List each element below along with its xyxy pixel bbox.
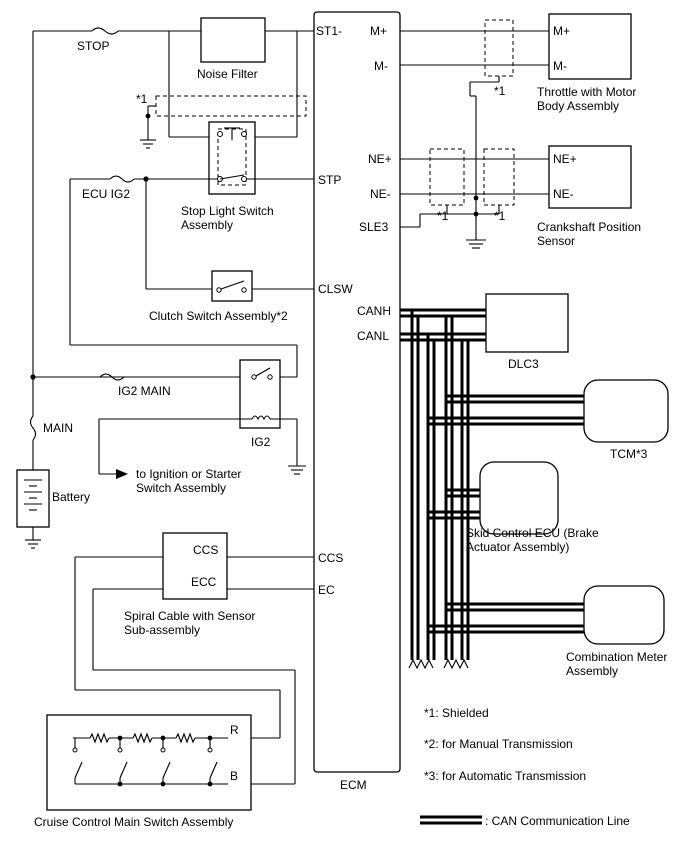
spiral-ecc-pin: ECC bbox=[191, 575, 217, 589]
legend-label: : CAN Communication Line bbox=[485, 814, 630, 828]
crank-ne-plus-pin: NE+ bbox=[553, 152, 577, 166]
legend: : CAN Communication Line bbox=[420, 814, 630, 828]
combination-meter-label-2: Assembly bbox=[566, 664, 618, 678]
ecm-pin-sle3: SLE3 bbox=[359, 220, 389, 234]
ecu-ig2-fuse: ECU IG2 bbox=[69, 175, 298, 377]
skid-control-ecu: Skid Control ECU (Brake Actuator Assembl… bbox=[466, 461, 599, 554]
clutch-switch-label: Clutch Switch Assembly*2 bbox=[149, 309, 288, 323]
battery-label: Battery bbox=[52, 490, 90, 504]
ecm-pin-m-minus: M- bbox=[374, 59, 388, 73]
tcm: TCM*3 bbox=[583, 379, 669, 461]
noise-filter: Noise Filter bbox=[168, 17, 314, 138]
ecm-pin-ne-minus: NE- bbox=[370, 187, 391, 201]
ecu-ig2-label: ECU IG2 bbox=[82, 187, 130, 201]
crank-shield-mark-left: *1 bbox=[437, 209, 449, 223]
main-fuse-label: MAIN bbox=[43, 421, 73, 435]
notes: *1: Shielded *2: for Manual Transmission… bbox=[424, 706, 586, 783]
ig2-main-label: IG2 MAIN bbox=[118, 384, 171, 398]
stop-fuse: STOP bbox=[77, 27, 119, 53]
ecm-pin-canh: CANH bbox=[357, 304, 391, 318]
dlc3-label: DLC3 bbox=[508, 357, 539, 371]
dlc3: DLC3 bbox=[485, 293, 569, 371]
ig2-relay: IG2 MAIN IG2 bbox=[33, 359, 306, 475]
to-ignition: to Ignition or Starter Switch Assembly bbox=[98, 419, 241, 495]
to-ignition-label-2: Switch Assembly bbox=[136, 481, 226, 495]
skid-label-2: Actuator Assembly) bbox=[466, 540, 569, 554]
ecm-pin-ne-plus: NE+ bbox=[368, 152, 392, 166]
spiral-cable-label-1: Spiral Cable with Sensor bbox=[124, 609, 255, 623]
throttle-shield-mark: *1 bbox=[494, 84, 506, 98]
crank-shield-mark-right: *1 bbox=[494, 209, 506, 223]
noise-filter-label: Noise Filter bbox=[197, 67, 258, 81]
ecm-pin-ccs: CCS bbox=[318, 551, 343, 565]
crank-ne-minus-pin: NE- bbox=[553, 187, 574, 201]
battery: Battery bbox=[16, 469, 90, 549]
stop-light-switch-label-1: Stop Light Switch bbox=[181, 204, 274, 218]
combination-meter: Combination Meter Assembly bbox=[566, 585, 667, 678]
to-ignition-label-1: to Ignition or Starter bbox=[136, 467, 241, 481]
note-manual: *2: for Manual Transmission bbox=[424, 737, 573, 751]
power-rail bbox=[30, 30, 201, 540]
stop-fuse-label: STOP bbox=[77, 39, 109, 53]
clutch-switch: Clutch Switch Assembly*2 bbox=[149, 270, 314, 323]
crankshaft-sensor: *1 *1 NE+ NE- Crankshaft Position Sensor bbox=[400, 145, 641, 249]
tcm-label: TCM*3 bbox=[610, 447, 648, 461]
ecm-label: ECM bbox=[340, 778, 367, 792]
cruise-switch-label: Cruise Control Main Switch Assembly bbox=[34, 815, 233, 829]
ecm-pin-stp: STP bbox=[318, 173, 341, 187]
skid-label-1: Skid Control ECU (Brake bbox=[466, 526, 599, 540]
ig2-relay-label: IG2 bbox=[251, 435, 271, 449]
ecm-pin-ec: EC bbox=[318, 583, 335, 597]
throttle-body: *1 M+ M- Throttle with Motor Body Assemb… bbox=[400, 13, 636, 220]
crankshaft-label-1: Crankshaft Position bbox=[537, 220, 641, 234]
note-shielded: *1: Shielded bbox=[424, 706, 489, 720]
stop-light-switch-label-2: Assembly bbox=[181, 218, 233, 232]
stop-light-switch: Stop Light Switch Assembly bbox=[169, 121, 314, 232]
note-automatic: *3: for Automatic Transmission bbox=[424, 769, 586, 783]
can-bus bbox=[400, 308, 584, 670]
throttle-label-1: Throttle with Motor bbox=[537, 85, 636, 99]
spiral-cable: CCS ECC Spiral Cable with Sensor Sub-ass… bbox=[74, 532, 314, 785]
main-fuse: MAIN bbox=[29, 415, 73, 441]
ecm: ST1- STP CLSW CANH CANL CCS EC M+ M- NE+… bbox=[313, 11, 401, 792]
combination-meter-label-1: Combination Meter bbox=[566, 650, 667, 664]
spiral-ccs-pin: CCS bbox=[193, 543, 218, 557]
throttle-m-minus-pin: M- bbox=[553, 59, 567, 73]
ecm-pin-m-plus: M+ bbox=[370, 24, 387, 38]
cruise-b-pin: B bbox=[230, 769, 238, 783]
crankshaft-label-2: Sensor bbox=[537, 234, 575, 248]
ecm-pin-st1: ST1- bbox=[316, 24, 342, 38]
noise-shield: *1 bbox=[136, 92, 307, 149]
throttle-m-plus-pin: M+ bbox=[553, 24, 570, 38]
cruise-switch: R B Cruise Control Main Switch Assembly bbox=[34, 714, 252, 829]
ecm-pin-clsw: CLSW bbox=[318, 282, 353, 296]
throttle-label-2: Body Assembly bbox=[537, 99, 619, 113]
noise-shield-mark: *1 bbox=[136, 92, 148, 106]
ecm-pin-canl: CANL bbox=[357, 329, 389, 343]
spiral-cable-label-2: Sub-assembly bbox=[124, 623, 200, 637]
cruise-r-pin: R bbox=[230, 723, 239, 737]
